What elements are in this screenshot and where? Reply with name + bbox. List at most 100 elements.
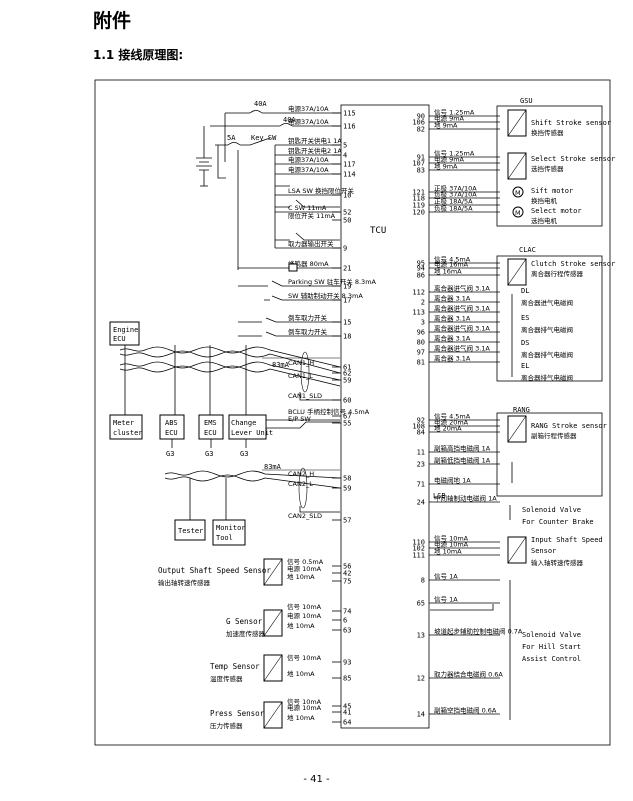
pin-number: 85 — [343, 675, 351, 683]
svg-text:DL: DL — [521, 287, 529, 295]
pin-label: 信号 1.25mA — [434, 149, 475, 158]
resistor-83ma-2: 83mA — [264, 463, 282, 471]
svg-text:Select Stroke sensor: Select Stroke sensor — [531, 155, 615, 163]
fuse-40a-label: 40A — [254, 100, 267, 108]
svg-text:cluster: cluster — [113, 429, 143, 437]
pin-number: 111 — [412, 552, 425, 560]
svg-text:离合器进气电磁阀: 离合器进气电磁阀 — [521, 298, 573, 307]
pin-number: 75 — [343, 578, 351, 586]
engine-ecu: Engine ECU — [109, 321, 140, 346]
svg-text:Tool: Tool — [216, 534, 233, 542]
svg-text:Sensor: Sensor — [531, 547, 556, 555]
svg-text:加速度传感器: 加速度传感器 — [226, 629, 266, 638]
pin-label: 取力器结合电磁阀 0.6A — [434, 670, 503, 679]
pin-label: LSA SW 换挡限位开关 — [288, 186, 354, 195]
pin-label: 副箱高挡电磁阀 1A — [434, 444, 491, 453]
svg-text:温度传感器: 温度传感器 — [210, 674, 243, 683]
pin-number: 42 — [343, 570, 351, 578]
pin-label: 电源37A/10A — [288, 165, 329, 174]
pin-label: 地 10mA — [287, 572, 315, 581]
svg-text:G3: G3 — [205, 450, 213, 458]
pin-label: 离合器进气阀 3.1A — [434, 344, 490, 353]
pin-number: 114 — [343, 171, 356, 179]
tcu-left-pin: 85 地 10mA — [287, 669, 351, 683]
pin-label: Parking SW 驻车开关 8.3mA — [288, 277, 377, 286]
pin-label: 倒车取力开关 — [288, 327, 328, 336]
pin-label: 信号 1.25mA — [434, 108, 475, 117]
pin-label: 地 20mA — [434, 424, 462, 433]
svg-text:压力传感器: 压力传感器 — [210, 721, 243, 730]
svg-text:DS: DS — [521, 339, 529, 347]
can1-bus: 83mA — [119, 345, 341, 415]
pin-label: 电源 9mA — [434, 155, 465, 164]
svg-text:换挡电机: 换挡电机 — [531, 196, 558, 205]
pin-label: 电源37A/10A — [288, 104, 329, 113]
pin-number: 52 — [343, 209, 351, 217]
resistor-83ma-1: 83mA — [272, 361, 290, 369]
meter-cluster: Meter cluster — [109, 414, 143, 440]
pin-number: 65 — [417, 600, 425, 608]
pin-label: 离合器 3.1A — [434, 334, 471, 343]
pin-number: 41 — [343, 709, 351, 717]
pin-number: 10 — [343, 192, 351, 200]
svg-text:ECU: ECU — [204, 429, 217, 437]
svg-text:离合器行程传感器: 离合器行程传感器 — [531, 269, 584, 278]
pin-label: 坡道起步辅助控制电磁阀 0.7A — [434, 627, 523, 636]
pin-number: 18 — [343, 333, 351, 341]
pin-label: 限位开关 11mA — [288, 211, 336, 220]
svg-text:离合器排气电磁阀: 离合器排气电磁阀 — [521, 350, 573, 359]
pin-number: 24 — [417, 499, 425, 507]
pin-label: 地 10mA — [287, 669, 315, 678]
pin-number: 23 — [417, 461, 425, 469]
pin-label: 电源 16mA — [434, 260, 469, 269]
pin-number: 50 — [343, 217, 351, 225]
ems-ecu: EMS ECU G3 — [198, 414, 224, 458]
svg-text:For Counter Brake: For Counter Brake — [522, 518, 594, 526]
tcu-left-pin: 18 倒车取力开关 — [288, 327, 351, 341]
section-heading: 1.1 接线原理图: — [93, 48, 184, 62]
input-shaft-speed-sensor: Input Shaft Speed Sensor 输入轴转速传感器 — [507, 536, 603, 567]
svg-text:G3: G3 — [240, 450, 248, 458]
pin-number: 8 — [421, 577, 425, 585]
pin-label: 信号 10mA — [287, 602, 322, 611]
change-lever-unit: Change Lever Unit G3 — [228, 414, 340, 458]
pin-label: SW 辅助制动开关 8.3mA — [288, 291, 363, 300]
svg-text:选挡电机: 选挡电机 — [531, 216, 558, 225]
pin-number: 112 — [412, 289, 425, 297]
pin-number: 94 — [417, 265, 425, 273]
svg-text:Output Shaft Speed Sensor: Output Shaft Speed Sensor — [158, 566, 271, 575]
pin-number: 59 — [343, 485, 351, 493]
tcu-block — [340, 104, 430, 729]
svg-text:Solenoid Valve: Solenoid Valve — [522, 631, 581, 639]
pin-label: C SW 11mA — [288, 204, 327, 212]
pin-label: CAN2_L — [288, 480, 313, 488]
pin-number: 60 — [343, 397, 351, 405]
pin-label: E/P SW — [288, 415, 311, 423]
svg-text:EMS: EMS — [204, 419, 217, 427]
pin-number: 108 — [412, 423, 425, 431]
svg-text:RANG Stroke sensor: RANG Stroke sensor — [531, 422, 607, 430]
pin-number: 5 — [343, 142, 347, 150]
